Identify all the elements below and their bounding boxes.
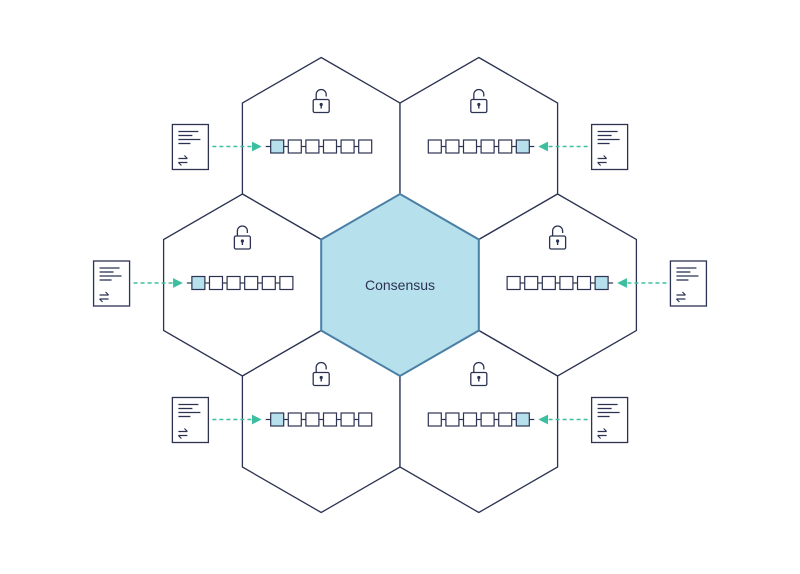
new-block [270,139,285,154]
chain-block [506,275,521,291]
transfer-arrow-left [597,434,607,439]
transfer-icon [99,291,109,303]
lock-shackle [473,361,485,373]
chain-block [541,275,556,291]
transfer-arrow-right [597,428,608,433]
block-chain [506,275,614,291]
chain-block [498,412,513,427]
new-block [191,275,206,291]
chain-block [287,139,302,154]
new-block [594,275,609,291]
chain-block [498,139,513,154]
consensus-hexagon: Consensus [320,192,480,378]
transfer-icon [676,291,686,303]
chain-block [279,275,294,291]
new-block [515,412,530,427]
chain-block [576,275,592,291]
new-block [270,412,285,427]
block-chain [427,139,535,154]
transfer-arrow-right [178,155,188,160]
transfer-arrow-left [99,298,109,303]
chain-block [462,139,478,154]
chain-block [287,412,302,427]
node-hexagons [162,56,638,514]
transfer-arrow-right [597,155,608,160]
lock-shackle [236,225,249,236]
lock-shackle [473,88,485,100]
lock-shackle [315,88,327,100]
lock-icon [233,225,252,250]
chain-block [322,412,338,427]
chain-block [427,412,442,427]
node-middle-right [506,225,708,307]
block-chain [265,412,373,427]
document-icon [590,123,629,171]
chain-block [559,275,574,291]
block-chain [427,412,535,427]
transfer-arrow-right [178,428,188,433]
transfer-icon [597,428,608,439]
transfer-arrow-left [597,161,607,166]
lock-shackle [551,225,564,236]
transfer-icon [177,428,188,439]
transfer-arrow-right [676,291,686,296]
transfer-arrow-left [676,298,686,303]
lock-icon [548,225,567,250]
chain-block [358,139,373,154]
chain-block [226,275,241,291]
chain-block [340,139,355,154]
transfer-arrow-left [177,434,188,439]
lock-icon [470,361,488,387]
consensus-hexagon-shape [320,192,480,378]
chain-block [358,412,373,427]
chain-block [480,139,495,154]
chain-block [340,412,355,427]
chain-block [244,275,259,291]
chain-block [445,139,460,154]
node-top-left [171,88,373,171]
node-contents [92,88,708,444]
lock-icon [312,361,330,387]
chain-block [524,275,539,291]
lock-icon [312,88,330,114]
block-chain [265,139,373,154]
transfer-icon [177,155,188,166]
document-icon [92,260,131,307]
chain-block [480,412,495,427]
chain-block [208,275,224,291]
chain-block [445,412,460,427]
chain-block [261,275,276,291]
node-top-right [427,88,629,171]
transfer-arrow-right [99,291,109,296]
chain-block [305,412,320,427]
document-icon [669,260,708,307]
document-icon [171,123,210,171]
node-middle-left [92,225,294,307]
chain-block [427,139,442,154]
chain-block [462,412,478,427]
transfer-icon [597,155,608,166]
new-block [515,139,530,154]
lock-shackle [315,361,327,373]
document-icon [171,396,210,444]
node-bottom-right [427,361,629,444]
transfer-arrow-left [177,161,188,166]
consensus-label: Consensus [365,277,435,293]
document-icon [590,396,629,444]
chain-block [322,139,338,154]
block-chain [186,275,294,291]
chain-block [305,139,320,154]
node-bottom-left [171,361,373,444]
lock-icon [470,88,488,114]
